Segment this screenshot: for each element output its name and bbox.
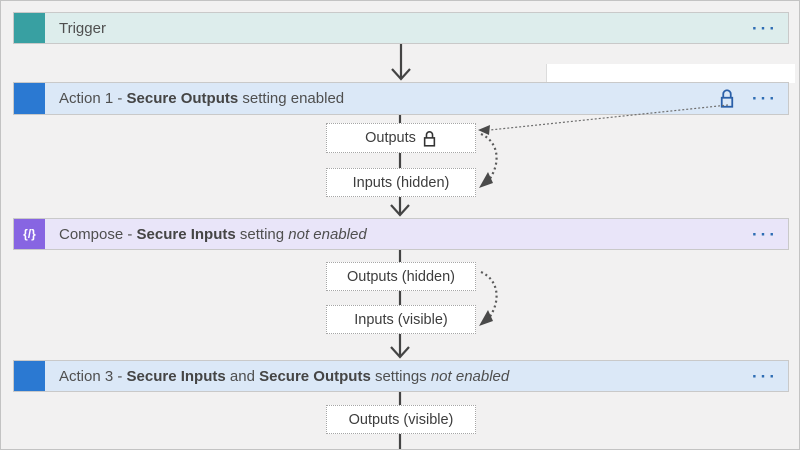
detail-box-inputs-hidden: Inputs (hidden) — [326, 168, 476, 197]
detail-box-label: Outputs — [365, 130, 416, 146]
highlight-panel — [546, 64, 795, 83]
detail-box-label: Inputs (hidden) — [352, 174, 450, 191]
node-title: Action 1 - Secure Outputs setting enable… — [59, 90, 345, 107]
detail-box-label: Outputs (visible) — [348, 411, 454, 428]
detail-box-label: Inputs (visible) — [354, 311, 448, 328]
node-trigger[interactable]: Trigger ··· — [13, 12, 789, 44]
detail-box-outputs-secured: Outputs — [326, 123, 476, 153]
lock-icon — [718, 88, 736, 109]
node-action1[interactable]: Action 1 - Secure Outputs setting enable… — [13, 82, 789, 115]
detail-box-label: Outputs (hidden) — [346, 268, 455, 285]
arrowhead-down-icon — [390, 204, 410, 217]
compose-braces-icon: {/} — [14, 219, 45, 249]
action-icon — [14, 361, 45, 391]
detail-box-outputs-visible: Outputs (visible) — [326, 405, 476, 434]
arrowhead-down-icon — [390, 346, 410, 359]
arrowhead-downleft-icon — [479, 310, 493, 326]
action-icon — [14, 83, 45, 114]
ellipsis-menu-icon[interactable]: ··· — [752, 224, 778, 244]
node-title: Compose - Secure Inputs setting not enab… — [59, 225, 367, 243]
detail-box-inputs-visible: Inputs (visible) — [326, 305, 476, 334]
lock-icon — [422, 130, 437, 147]
arrowhead-left-icon — [478, 125, 490, 135]
dotted-arc-outputs-to-inputs — [480, 132, 498, 181]
node-compose[interactable]: {/} Compose - Secure Inputs setting not … — [13, 218, 789, 250]
detail-box-outputs-hidden: Outputs (hidden) — [326, 262, 476, 291]
trigger-icon — [14, 13, 45, 43]
node-title: Trigger — [59, 19, 106, 37]
ellipsis-menu-icon[interactable]: ··· — [752, 366, 778, 386]
ellipsis-menu-icon[interactable]: ··· — [752, 18, 778, 38]
node-action3[interactable]: Action 3 - Secure Inputs and Secure Outp… — [13, 360, 789, 392]
arrowhead-down-icon — [391, 68, 411, 81]
ellipsis-menu-icon[interactable]: ··· — [752, 89, 778, 108]
node-title: Action 3 - Secure Inputs and Secure Outp… — [59, 367, 510, 385]
arrowhead-downleft-icon — [479, 172, 493, 188]
dotted-arc-outputs-to-inputs — [480, 270, 498, 319]
